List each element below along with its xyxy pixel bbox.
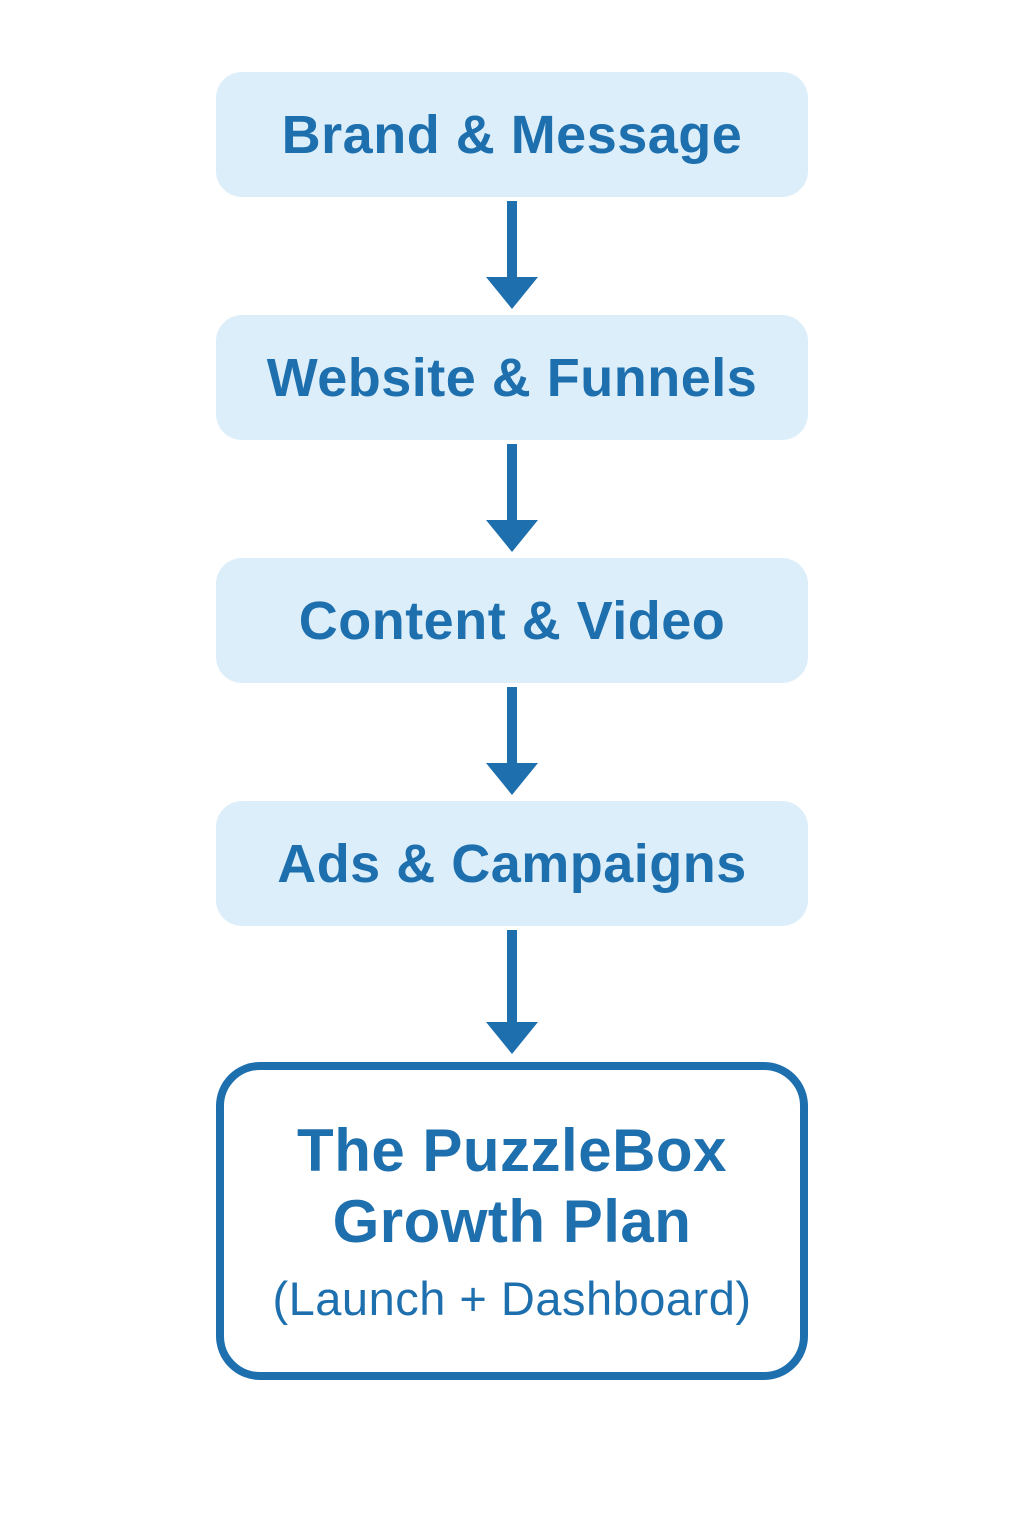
flow-step-label: Ads & Campaigns xyxy=(277,833,747,894)
flow-result-growth-plan: The PuzzleBox Growth Plan (Launch + Dash… xyxy=(216,1062,808,1380)
result-title-line2: Growth Plan xyxy=(332,1187,692,1255)
flow-step-content-video: Content & Video xyxy=(216,558,808,683)
result-title: The PuzzleBox Growth Plan xyxy=(297,1116,727,1256)
down-arrow-icon xyxy=(486,444,538,552)
flow-step-ads-campaigns: Ads & Campaigns xyxy=(216,801,808,926)
flowchart: Brand & Message Website & Funnels Conten… xyxy=(216,72,808,1380)
flow-step-brand-message: Brand & Message xyxy=(216,72,808,197)
flow-step-label: Brand & Message xyxy=(281,104,743,165)
result-subtitle: (Launch + Dashboard) xyxy=(272,1271,752,1325)
flow-step-label: Website & Funnels xyxy=(266,347,758,408)
down-arrow-icon xyxy=(486,930,538,1054)
down-arrow-icon xyxy=(486,687,538,795)
flow-step-label: Content & Video xyxy=(298,590,726,651)
down-arrow-icon xyxy=(486,201,538,309)
flow-step-website-funnels: Website & Funnels xyxy=(216,315,808,440)
result-title-line1: The PuzzleBox xyxy=(297,1117,727,1185)
